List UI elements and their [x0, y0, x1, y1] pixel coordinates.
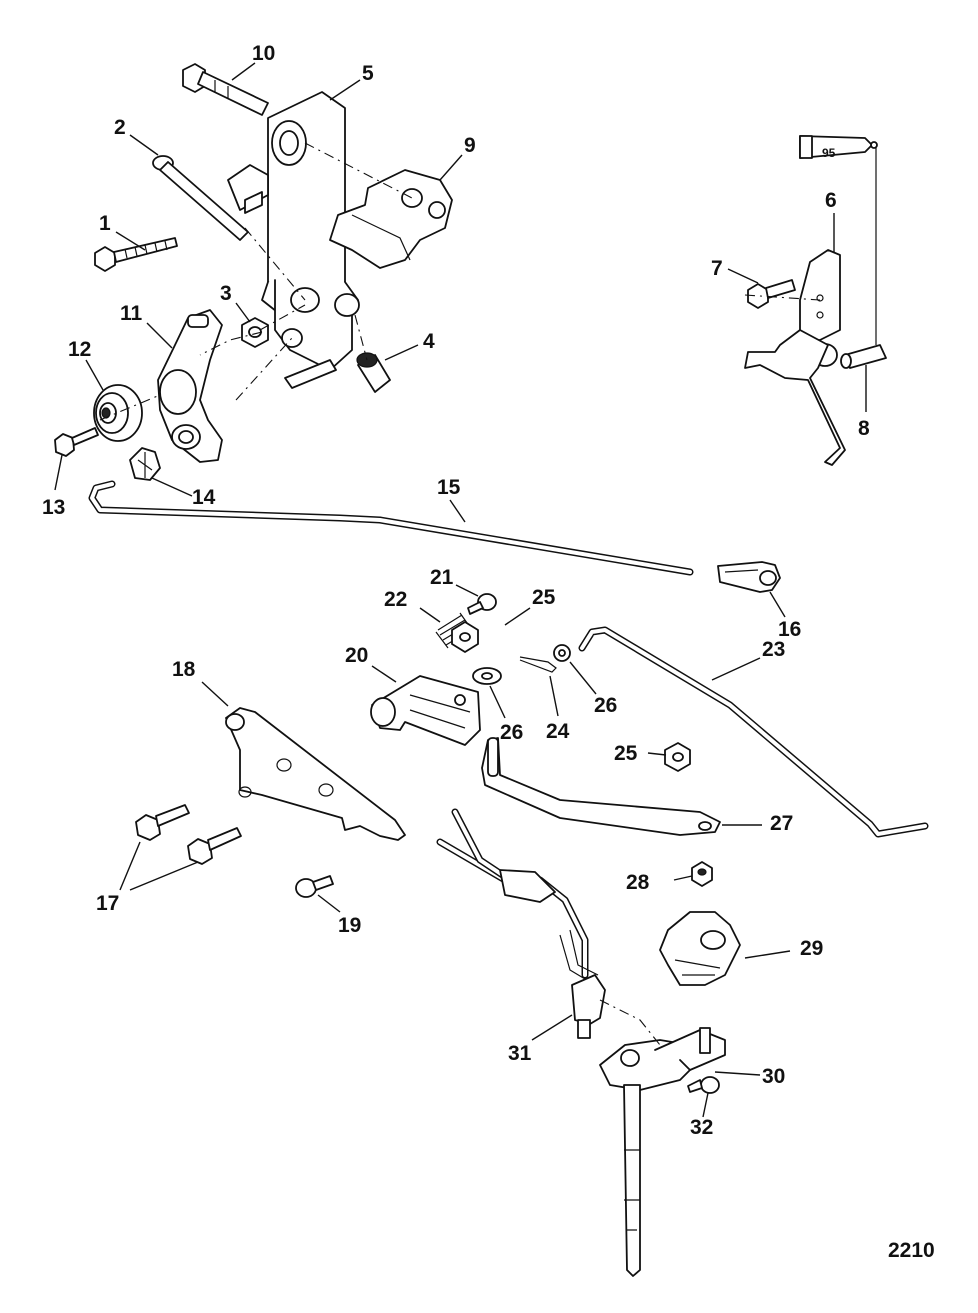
part-32-screw	[687, 1076, 720, 1094]
assembly-lines	[99, 142, 821, 1046]
part-7-bolt	[747, 279, 796, 309]
callout-4: 4	[423, 330, 435, 353]
callout-30: 30	[762, 1065, 785, 1088]
part-26-washer-right	[553, 644, 571, 662]
callout-2: 2	[114, 116, 126, 139]
part-1-screw	[94, 237, 178, 272]
callout-25-upper: 25	[532, 586, 556, 609]
part-17-screws	[135, 804, 242, 865]
part-9-clamp	[329, 169, 453, 269]
callout-9: 9	[464, 134, 476, 157]
part-3-nut	[241, 317, 269, 348]
callout-12: 12	[68, 338, 91, 361]
part-26-washer-left	[472, 667, 502, 685]
sealant-tube: 95	[799, 135, 878, 345]
part-27-link	[481, 737, 721, 836]
part-18-plate	[225, 707, 406, 841]
sealant-tube-label: 95	[822, 146, 836, 160]
callout-3: 3	[220, 282, 232, 305]
part-14-clip	[129, 447, 161, 481]
part-2-pin	[152, 155, 249, 241]
callout-5: 5	[362, 62, 374, 85]
callout-24: 24	[546, 720, 570, 743]
callout-16: 16	[778, 618, 801, 641]
callout-11: 11	[120, 302, 143, 325]
part-13-screw	[54, 427, 99, 457]
callout-19: 19	[338, 914, 361, 937]
callout-13: 13	[42, 496, 65, 519]
callout-31: 31	[508, 1042, 532, 1065]
part-23-rod	[578, 626, 929, 838]
part-15-rod	[88, 480, 694, 576]
part-6-throttle-lever	[744, 249, 846, 466]
part-25-nut-lower	[664, 742, 691, 772]
callout-22: 22	[384, 588, 407, 611]
callout-28: 28	[626, 871, 650, 894]
part-29-cam	[659, 911, 741, 986]
callout-20: 20	[345, 644, 368, 667]
callout-14: 14	[192, 486, 216, 509]
part-21-pin	[467, 593, 497, 615]
callout-15: 15	[437, 476, 461, 499]
callout-7: 7	[711, 257, 723, 280]
wire-harness	[436, 808, 599, 986]
part-20-bracket	[370, 675, 481, 746]
callout-25-lower: 25	[614, 742, 638, 765]
callout-32: 32	[690, 1116, 713, 1139]
part-19-screw	[295, 875, 334, 898]
callout-21: 21	[430, 566, 454, 589]
callout-17: 17	[96, 892, 119, 915]
part-30-shaft	[599, 1027, 726, 1277]
figure-number: 2210	[888, 1239, 935, 1262]
callout-29: 29	[800, 937, 823, 960]
part-28-nut	[691, 861, 713, 887]
callout-27: 27	[770, 812, 793, 835]
part-12-pulley	[93, 384, 143, 442]
part-31-switch	[571, 974, 606, 1039]
callout-1: 1	[99, 212, 111, 235]
part-25-nut-upper	[451, 621, 479, 653]
part-24-cotter-pin	[519, 656, 557, 673]
leader-lines	[54, 62, 867, 1118]
callout-26-right: 26	[594, 694, 617, 717]
callout-18: 18	[172, 658, 196, 681]
part-8-sleeve	[840, 344, 887, 369]
callout-labels: 1 2 3 4 5 6 7 8 9 10 11 12 13 14 15 16 1…	[42, 42, 870, 1139]
callout-23: 23	[762, 638, 785, 661]
callout-6: 6	[825, 189, 837, 212]
part-4-bushing	[284, 352, 391, 393]
part-5-bracket	[227, 91, 360, 371]
part-10-bolt	[182, 63, 269, 116]
callout-10: 10	[252, 42, 275, 65]
part-11-lever	[157, 309, 223, 463]
callout-26-left: 26	[500, 721, 523, 744]
callout-8: 8	[858, 417, 870, 440]
part-16-rod-end	[717, 561, 781, 593]
